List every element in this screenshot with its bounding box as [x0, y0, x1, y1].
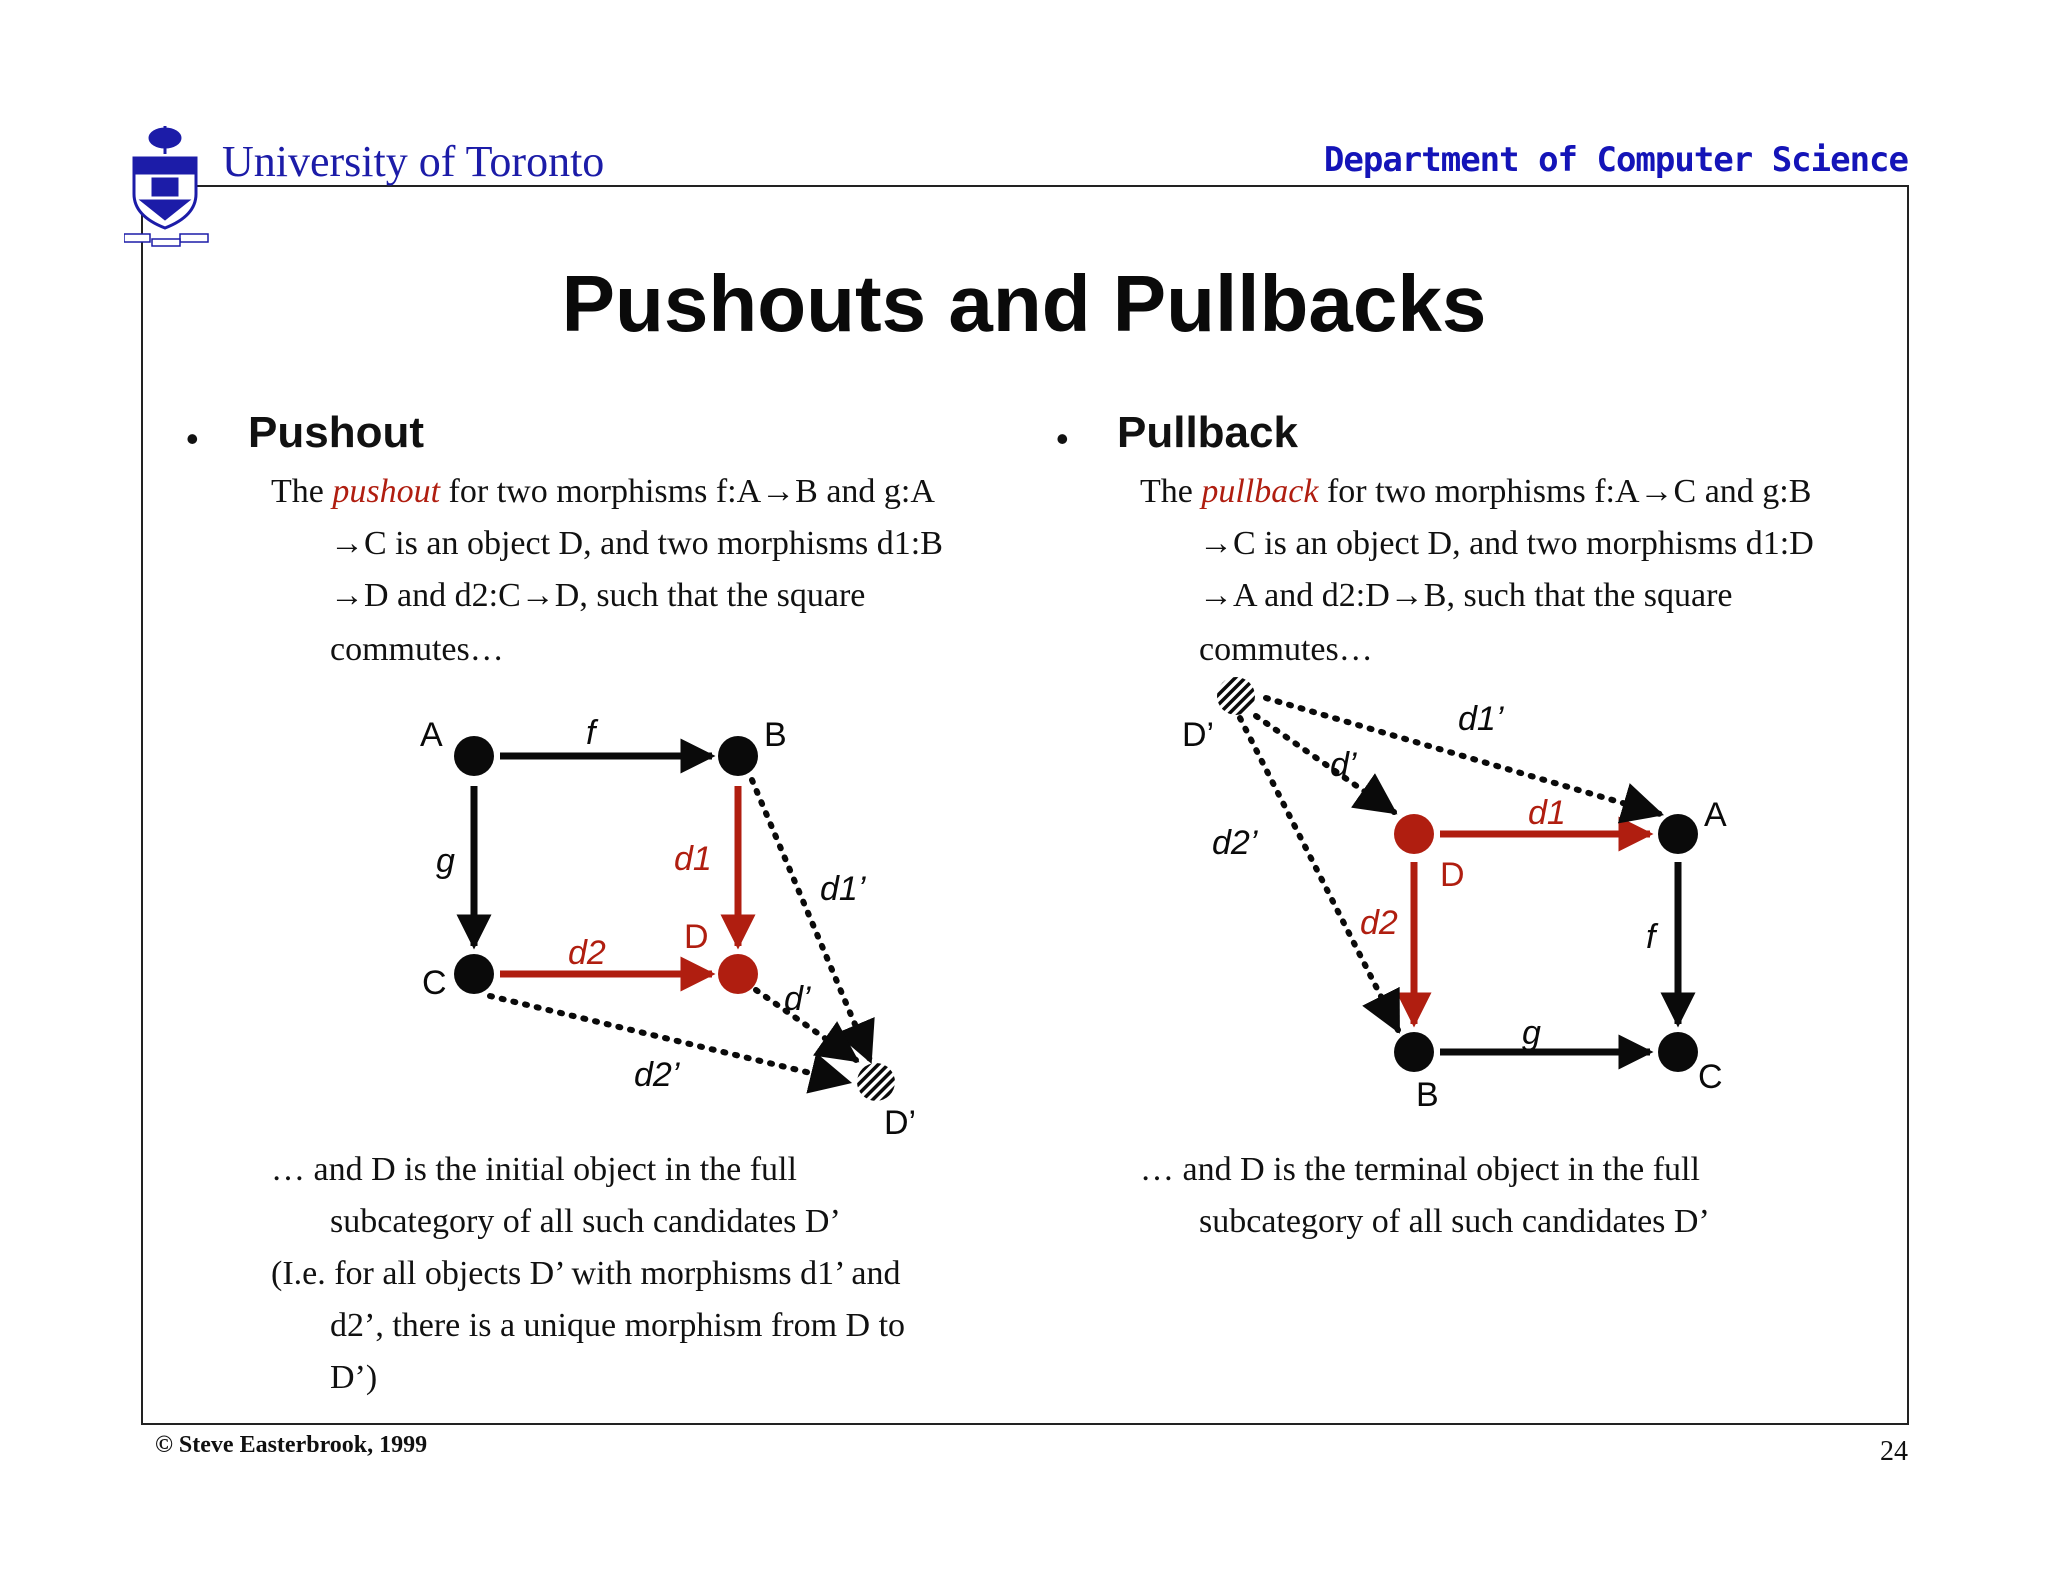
pushout-after-line5: D’)	[330, 1359, 378, 1396]
pullback-label-d2-prime: d2’	[1212, 824, 1258, 862]
pullback-label-d-prime: D’	[1182, 716, 1214, 754]
pushout-definition-line2: →C is an object D, and two morphisms d1:…	[330, 525, 943, 562]
pullback-bullet: •	[1056, 418, 1069, 459]
pullback-label-d1: d1	[1528, 794, 1566, 832]
pushout-node-d	[718, 954, 758, 994]
pushout-node-a	[454, 736, 494, 776]
pushout-label-d1-prime: d1’	[820, 870, 866, 908]
pullback-node-b	[1394, 1032, 1434, 1072]
pullback-label-d: D	[1440, 856, 1465, 894]
page-number: 24	[1880, 1436, 1908, 1467]
pushout-heading: Pushout	[248, 408, 424, 457]
pushout-term: pushout	[332, 473, 441, 510]
pushout-after-line2: subcategory of all such candidates D’	[330, 1203, 841, 1240]
slide-frame	[141, 185, 1909, 1425]
slide-title: Pushouts and Pullbacks	[561, 259, 1487, 348]
pushout-label-c: C	[422, 964, 447, 1002]
pullback-heading: Pullback	[1117, 408, 1298, 457]
pushout-edge-d-prime	[753, 987, 860, 1063]
pullback-label-f: f	[1646, 918, 1659, 956]
pushout-node-b	[718, 736, 758, 776]
pushout-bullet: •	[186, 418, 199, 459]
pullback-edge-d1-prime	[1263, 695, 1665, 824]
university-name: University of Toronto	[222, 137, 605, 186]
pullback-definition-line3: →A and d2:D→B, such that the square	[1199, 577, 1733, 614]
pushout-definition-line1: The pushout for two morphisms f:A→B and …	[271, 473, 935, 510]
pullback-node-c	[1658, 1032, 1698, 1072]
pullback-label-c: C	[1698, 1058, 1723, 1096]
pushout-label-d2-prime: d2’	[634, 1056, 680, 1094]
pullback-label-d-prime-edge: d’	[1330, 746, 1357, 784]
pushout-label-d-prime: D’	[884, 1104, 916, 1142]
pushout-node-c	[454, 954, 494, 994]
pullback-definition-line4: commutes…	[1199, 631, 1373, 668]
pushout-label-d1: d1	[674, 840, 712, 878]
pullback-term: pullback	[1201, 473, 1319, 510]
pullback-label-d2: d2	[1360, 904, 1398, 942]
pushout-label-b: B	[764, 716, 787, 754]
pullback-node-d-prime	[1217, 677, 1255, 715]
pushout-edge-d2-prime	[487, 993, 853, 1094]
pushout-label-d2: d2	[568, 934, 606, 972]
pullback-definition-line1: The pullback for two morphisms f:A→C and…	[1140, 473, 1812, 510]
pushout-label-g: g	[436, 842, 455, 880]
pushout-label-a: A	[420, 716, 443, 754]
pushout-after-line4: d2’, there is a unique morphism from D t…	[330, 1307, 906, 1344]
department-name: Department of Computer Science	[1323, 140, 1909, 180]
pushout-edge-d1-prime	[749, 777, 875, 1064]
pushout-label-d: D	[684, 918, 709, 956]
footer-copyright: © Steve Easterbrook, 1999	[155, 1432, 428, 1458]
pushout-node-d-prime	[857, 1063, 895, 1101]
pullback-node-a	[1658, 814, 1698, 854]
pushout-after-line3: (I.e. for all objects D’ with morphisms …	[271, 1255, 901, 1292]
pushout-definition-line3: →D and d2:C→D, such that the square	[330, 577, 866, 614]
pushout-after-line1: … and D is the initial object in the ful…	[271, 1151, 797, 1188]
pushout-label-d-prime-edge: d’	[784, 980, 811, 1018]
pullback-label-b: B	[1416, 1076, 1439, 1114]
pullback-edge-d2-prime	[1237, 715, 1401, 1034]
pullback-edge-d-prime	[1253, 713, 1398, 815]
pullback-definition-line2: →C is an object D, and two morphisms d1:…	[1199, 525, 1814, 562]
pullback-label-g: g	[1522, 1014, 1541, 1052]
pullback-after-line2: subcategory of all such candidates D’	[1199, 1203, 1710, 1240]
pullback-after-line1: … and D is the terminal object in the fu…	[1140, 1151, 1700, 1188]
pushout-definition-line4: commutes…	[330, 631, 504, 668]
pullback-label-a: A	[1704, 796, 1727, 834]
university-crest-logo	[124, 126, 209, 247]
pullback-node-d	[1394, 814, 1434, 854]
pullback-label-d1-prime: d1’	[1458, 700, 1504, 738]
